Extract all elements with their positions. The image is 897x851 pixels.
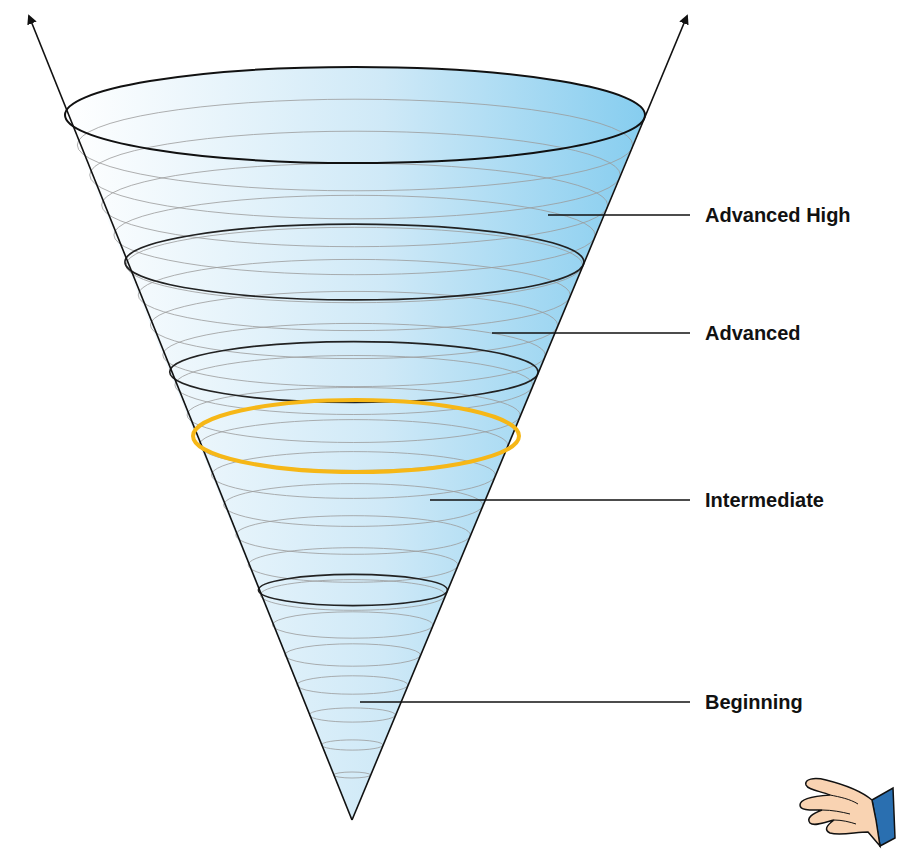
level-label: Beginning	[705, 690, 803, 714]
leader-lines	[360, 215, 690, 702]
level-label: Advanced	[705, 321, 801, 345]
level-label: Advanced High	[705, 203, 851, 227]
level-label: Intermediate	[705, 488, 824, 512]
cone-fill	[65, 67, 645, 820]
growth-arrow	[29, 16, 352, 820]
hand-icon	[800, 779, 895, 846]
cone-rim	[65, 67, 645, 163]
cone-rings	[77, 99, 632, 778]
band-boundaries	[125, 224, 584, 606]
highlight-ring	[193, 400, 519, 472]
growth-arrow	[352, 16, 687, 820]
